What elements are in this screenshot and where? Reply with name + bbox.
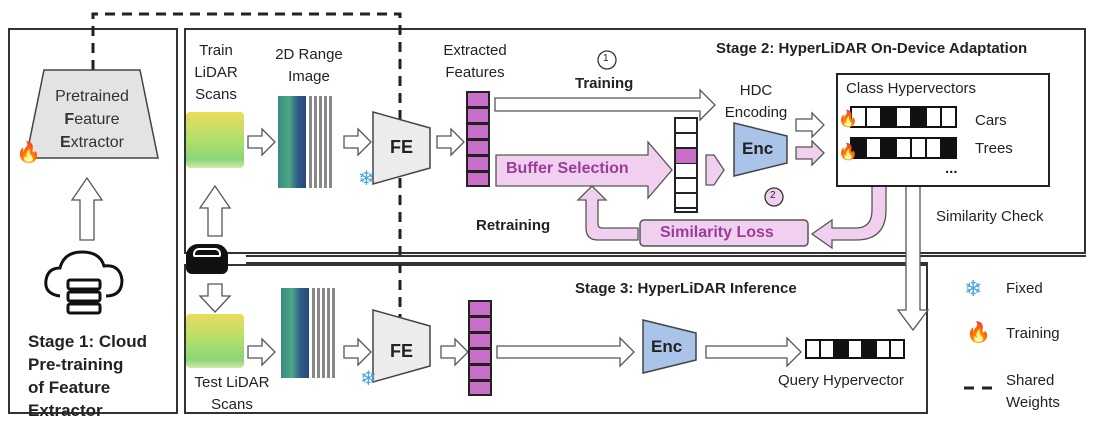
class-hypervectors-box (836, 73, 1050, 187)
class-hypervectors-title: Class Hypervectors (846, 80, 977, 97)
class-label-trees: Trees (975, 140, 1013, 157)
fe-shape-train (372, 111, 431, 185)
retraining-arrow (576, 185, 639, 241)
similarity-loss-label[interactable]: Similarity Loss (660, 224, 774, 241)
more-classes-ellipsis: ... (945, 160, 958, 177)
enc-shape-train (733, 122, 788, 177)
snowflake-icon-train: ❄ (358, 168, 375, 190)
legend-flame-icon: 🔥 (966, 322, 991, 344)
buffer-vector (674, 117, 698, 213)
range-image-test (281, 288, 309, 378)
retraining-label: Retraining (476, 217, 551, 234)
flame-icon-cars: 🔥 (838, 111, 858, 128)
train-lidar-scan-image (186, 112, 244, 168)
upload-arrow (70, 176, 104, 241)
buffer-selection-label[interactable]: Buffer Selection (506, 160, 629, 177)
range-image-train (278, 96, 306, 188)
stage1-title: Stage 1: Cloud Pre-training of Feature E… (28, 332, 148, 420)
car-windshield (193, 248, 221, 257)
stage3-title: Stage 3: HyperLiDAR Inference (575, 280, 797, 297)
legend-training-label: Training (1006, 325, 1060, 342)
stage2-title: Stage 2: HyperLiDAR On-Device Adaptation (716, 40, 1028, 57)
enc-label-test: Enc (651, 337, 683, 356)
legend-shared-label: Shared Weights (1006, 372, 1060, 411)
range-image-stack-train (309, 96, 333, 188)
test-lidar-scan-image (186, 314, 244, 368)
step-1-badge: 1 (603, 53, 609, 64)
fe-shape-test (372, 309, 431, 383)
legend-fixed-label: Fixed (1006, 280, 1043, 297)
feature-vector-test (468, 300, 492, 396)
hv-cell (940, 106, 957, 128)
stage2-box (184, 28, 1086, 254)
train-scans-label: Train LiDAR Scans (194, 42, 238, 103)
flame-icon-stage1: 🔥 (16, 142, 41, 164)
extracted-features-label: Extracted Features (443, 42, 507, 81)
enc-label-train: Enc (742, 139, 774, 158)
similarity-loss-box (639, 219, 809, 247)
hv-cell (940, 137, 957, 159)
buffer-selection-arrow (495, 140, 673, 200)
snowflake-icon-test: ❄ (360, 368, 377, 390)
step-2-badge: 2 (770, 190, 776, 201)
shared-weights-line (91, 12, 402, 322)
similarity-check-label: Similarity Check (936, 208, 1044, 225)
hv-cell (889, 339, 905, 359)
feature-vector-train (466, 91, 490, 187)
enc-shape-test (642, 319, 697, 374)
query-hypervector-label: Query Hypervector (778, 372, 904, 389)
buffer-selected-cell (676, 149, 696, 163)
legend-snowflake-icon: ❄ (964, 276, 983, 301)
flame-icon-trees: 🔥 (838, 144, 858, 161)
training-label: Training (575, 75, 634, 92)
range-image-stack-test (312, 288, 336, 378)
class-label-cars: Cars (975, 112, 1007, 129)
pretrained-extractor-label: Pretrained Feature Extractor (55, 88, 129, 151)
hdc-encoding-label: HDC Encoding (724, 82, 788, 121)
range-image-label: 2D Range Image (275, 46, 343, 85)
test-scans-label: Test LiDAR Scans (194, 374, 270, 413)
pretrained-extractor-shape (25, 69, 159, 159)
cloud-server-icon (44, 250, 124, 315)
fe-label-test: FE (390, 341, 414, 361)
fe-label-train: FE (390, 137, 414, 157)
stage3-box (184, 264, 928, 414)
